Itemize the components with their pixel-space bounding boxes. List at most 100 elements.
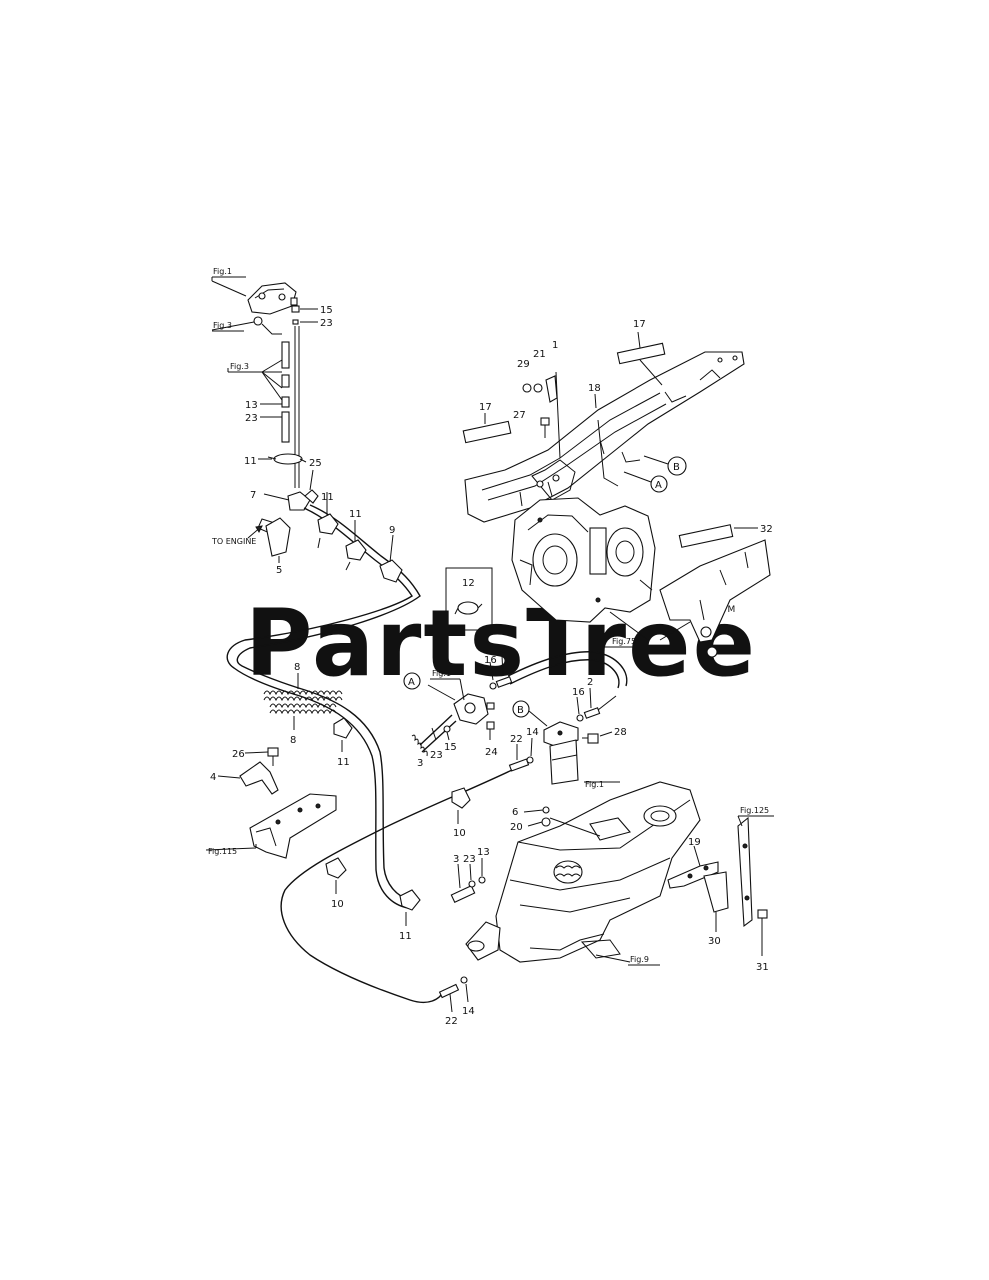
fitting-15-top[interactable]	[291, 305, 300, 313]
fuel-tank[interactable]	[465, 781, 701, 963]
fig-ref-fig75: Fig.75	[612, 637, 636, 646]
bracket-30[interactable]	[703, 871, 729, 913]
callout-circle-a-mid	[403, 672, 421, 690]
hose-clamp-11-c[interactable]	[345, 539, 367, 571]
clamp-2-b[interactable]	[583, 707, 601, 719]
callout-2-a: 2	[499, 645, 505, 656]
pad-17-right[interactable]	[616, 342, 666, 365]
callout-28: 28	[614, 727, 627, 738]
bolt-26[interactable]	[267, 747, 279, 766]
pad-17-left[interactable]	[462, 420, 512, 444]
fig-ref-fig125: Fig.125	[740, 806, 769, 815]
callout-circle-b	[667, 456, 687, 476]
hose-clamp-11-b[interactable]	[317, 513, 339, 549]
label-b-mid: B	[517, 705, 524, 716]
bracket-1[interactable]	[545, 375, 558, 403]
fuel-filter-assembly[interactable]	[543, 721, 579, 785]
callout-2-b: 2	[587, 677, 593, 688]
fuel-pump-assembly[interactable]	[211, 277, 298, 335]
fuel-line-upper-right[interactable]	[507, 651, 628, 687]
callout-9: 9	[389, 525, 395, 536]
callout-22-a: 22	[510, 734, 523, 745]
callout-7: 7	[250, 490, 256, 501]
fitting-22-b[interactable]	[438, 983, 460, 999]
mounting-bracket-fig115[interactable]	[249, 793, 337, 859]
callout-30: 30	[708, 936, 721, 947]
clamp-25[interactable]	[304, 489, 319, 504]
callout-circle-a-top	[650, 475, 668, 493]
fig-ref-fig115: Fig.115	[208, 847, 237, 856]
callout-3-a: 3	[417, 758, 423, 769]
label-a-mid: A	[408, 677, 415, 688]
callout-20: 20	[510, 822, 523, 833]
callout-5: 5	[276, 565, 282, 576]
bracket-4[interactable]	[239, 761, 279, 795]
fitting-14-b[interactable]	[460, 976, 468, 984]
fitting-29-21[interactable]	[522, 383, 543, 393]
spring-8-a[interactable]	[263, 690, 343, 702]
callout-3-b: 3	[453, 854, 459, 865]
bolt-27[interactable]	[540, 417, 550, 438]
bracket-fig125[interactable]	[737, 816, 753, 928]
callout-27: 27	[513, 410, 526, 421]
bracket-plate[interactable]	[659, 539, 771, 658]
clamp-23-lower[interactable]	[468, 880, 476, 888]
fitting-13-lower[interactable]	[478, 876, 486, 884]
callout-19: 19	[688, 837, 701, 848]
bolt-28[interactable]	[582, 733, 599, 744]
bracket-5[interactable]	[265, 517, 291, 557]
fitting-3-lower[interactable]	[450, 884, 476, 904]
fig-ref-fig3-a: Fig.3	[213, 321, 232, 330]
frame-rail-18[interactable]	[464, 351, 745, 523]
label-b: B	[673, 462, 680, 473]
fitting-15-mid[interactable]	[443, 725, 451, 733]
callout-12: 12	[462, 578, 475, 589]
bolt-24[interactable]	[486, 721, 495, 740]
fuel-pump-mid[interactable]	[453, 693, 495, 725]
fig-ref-fig9: Fig.9	[630, 955, 649, 964]
clamp-12[interactable]	[454, 601, 483, 615]
callout-18: 18	[588, 383, 601, 394]
fuel-line-lower-loop[interactable]	[280, 769, 513, 1004]
clamp-23-top[interactable]	[292, 319, 299, 325]
clamp-9[interactable]	[379, 559, 403, 583]
callout-23-c: 23	[430, 750, 443, 761]
callout-8-b: 8	[290, 735, 296, 746]
fitting-16-a[interactable]	[489, 682, 497, 690]
hose-clamp-10-a[interactable]	[451, 787, 471, 809]
callout-11-d: 11	[337, 757, 350, 768]
fitting-6-20[interactable]	[541, 806, 551, 827]
callout-11-a: 11	[244, 456, 257, 467]
hose-clamp-10-b[interactable]	[325, 857, 347, 879]
fuel-line-to-pump[interactable]	[411, 714, 457, 757]
callout-22-b: 22	[445, 1016, 458, 1027]
callout-16-a: 16	[484, 655, 497, 666]
fig-ref-fig1-mid: Fig.1	[432, 669, 451, 678]
hose-clamp-11-d[interactable]	[333, 717, 353, 739]
callout-circle-b-mid	[512, 700, 530, 718]
fitting-14-a[interactable]	[526, 756, 534, 764]
fig-ref-fig1-top: Fig.1	[213, 267, 232, 276]
callout-26: 26	[232, 749, 245, 760]
fitting-16-b[interactable]	[576, 714, 584, 722]
bolt-31[interactable]	[757, 909, 768, 956]
spring-8-b[interactable]	[269, 703, 337, 715]
hose-clamp-11-upper[interactable]	[267, 453, 307, 465]
callout-24: 24	[485, 747, 498, 758]
pad-32[interactable]	[678, 524, 734, 548]
hose-clamp-11-e[interactable]	[399, 889, 421, 911]
callout-6: 6	[512, 807, 518, 818]
callout-11-c: 11	[349, 509, 362, 520]
callout-32: 32	[760, 524, 773, 535]
callout-15-top: 15	[320, 305, 333, 316]
callout-29: 29	[517, 359, 530, 370]
inset-box-12	[445, 567, 493, 631]
callout-10-b: 10	[331, 899, 344, 910]
callout-14-b: 14	[462, 1006, 475, 1017]
callout-17-b: 17	[633, 319, 646, 330]
clamp-2-a[interactable]	[495, 676, 513, 688]
label-a-top: A	[655, 480, 662, 491]
callout-8-a: 8	[294, 662, 300, 673]
fitting-22-a[interactable]	[508, 758, 530, 772]
transmission-assembly[interactable]	[511, 497, 656, 623]
